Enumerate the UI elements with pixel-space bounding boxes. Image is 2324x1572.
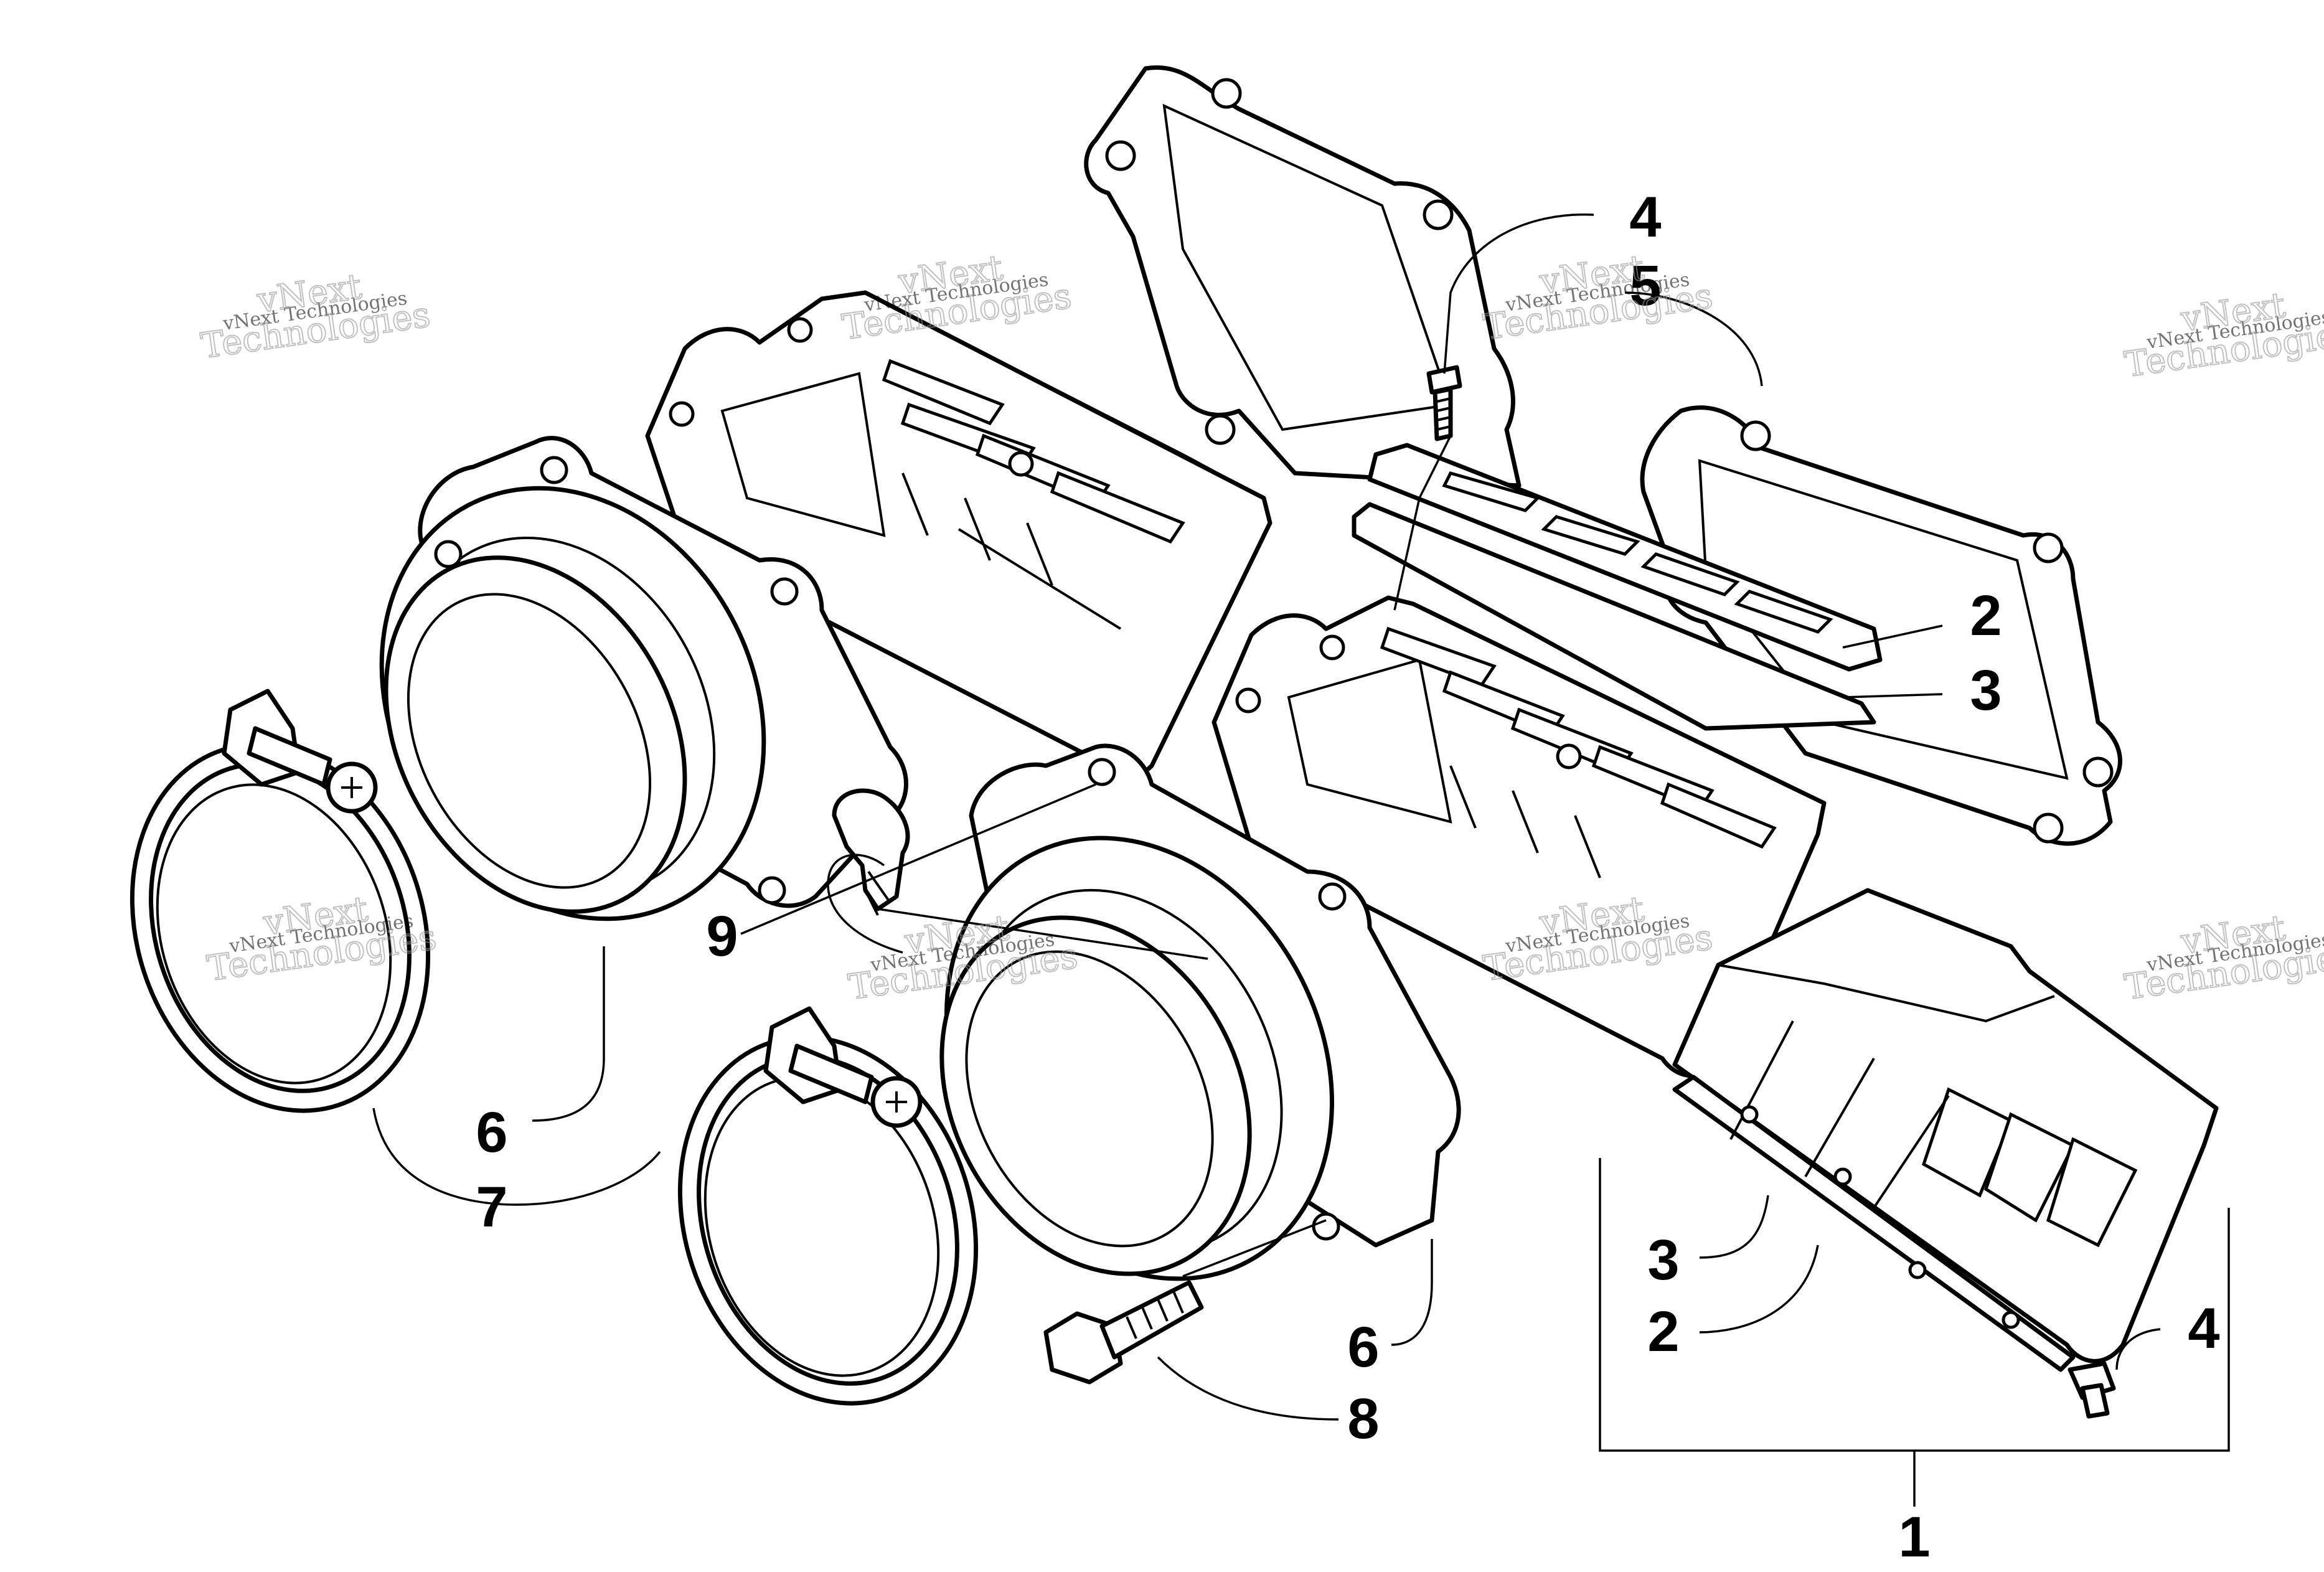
callout-3-bottom: 3 xyxy=(1647,1228,1679,1292)
callout-9: 9 xyxy=(706,905,738,968)
callout-labels: 4 5 2 3 9 6 7 6 8 3 2 4 1 xyxy=(476,186,2219,1569)
callout-2-bottom: 2 xyxy=(1647,1300,1679,1363)
gasket-top xyxy=(1084,65,1522,488)
flange-bolt xyxy=(1043,1280,1204,1385)
callout-1: 1 xyxy=(1898,1505,1930,1569)
hose-clamp-left xyxy=(129,689,431,1113)
hose-clip xyxy=(832,788,910,916)
reed-cage-left xyxy=(645,290,1273,779)
callout-5: 5 xyxy=(1629,254,1661,318)
callout-8: 8 xyxy=(1347,1387,1379,1451)
intake-boot-left xyxy=(379,436,908,921)
callout-7: 7 xyxy=(476,1175,507,1239)
screw-bottom xyxy=(2068,1361,2116,1419)
reed-stopper-bottom xyxy=(1672,888,2219,1372)
callout-4-top: 4 xyxy=(1629,186,1661,249)
callout-4-bottom: 4 xyxy=(2188,1297,2219,1360)
reed-cage-right xyxy=(1211,595,1827,1078)
intake-boot-right xyxy=(939,743,1461,1281)
leader-lines xyxy=(372,213,2230,1507)
screw-top xyxy=(1426,365,1462,441)
hose-clamp-right xyxy=(677,1006,979,1406)
callout-2-top: 2 xyxy=(1970,584,2002,647)
callout-3-top: 3 xyxy=(1970,659,2002,722)
gasket-bottom xyxy=(1640,405,2122,846)
reed-stopper-top xyxy=(1352,443,1883,731)
callout-6-right: 6 xyxy=(1347,1315,1379,1379)
callout-6-left: 6 xyxy=(476,1101,507,1164)
